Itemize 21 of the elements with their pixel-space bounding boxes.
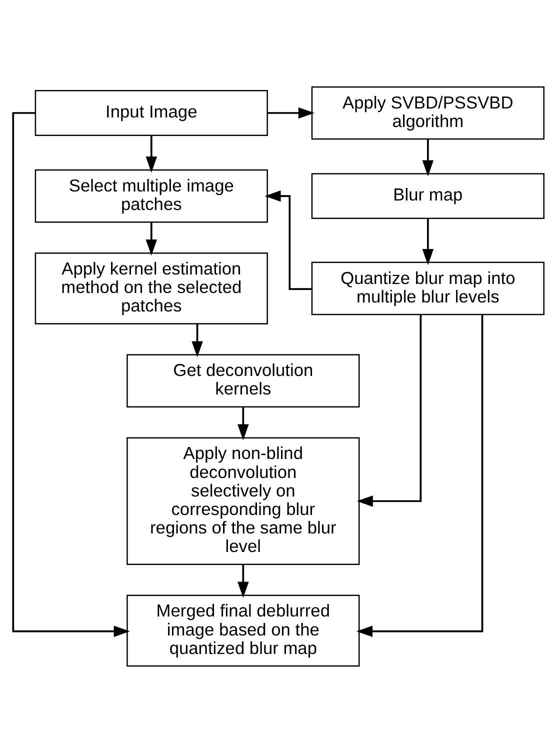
arrow [192, 323, 203, 357]
arrow [238, 564, 249, 598]
arrow [146, 222, 158, 256]
arrow [422, 138, 434, 176]
arrow [356, 314, 422, 506]
arrow [238, 406, 249, 440]
arrow [12, 112, 130, 636]
node-box: Quantize blur map into multiple blur levels [311, 261, 544, 315]
arrow [264, 190, 312, 290]
node-box: Apply SVBD/PSSVBD algorithm [311, 86, 544, 140]
node-box: Input Image [34, 90, 268, 136]
arrow [422, 218, 434, 265]
node-box: Get deconvolution kernels [126, 354, 360, 407]
node-box: Select multiple image patches [34, 168, 268, 222]
arrow [356, 314, 484, 636]
node-box: Merged final deblurred image based on the quantized blur map [126, 594, 360, 666]
arrow [267, 106, 315, 118]
node-box: Apply non-blind deconvolution selectively on corresponding blur regions of the same blur level [126, 436, 360, 564]
node-box: Blur map [311, 172, 544, 219]
node-box: Apply kernel estimation method on the selected patches [34, 252, 268, 324]
arrow [146, 135, 158, 172]
